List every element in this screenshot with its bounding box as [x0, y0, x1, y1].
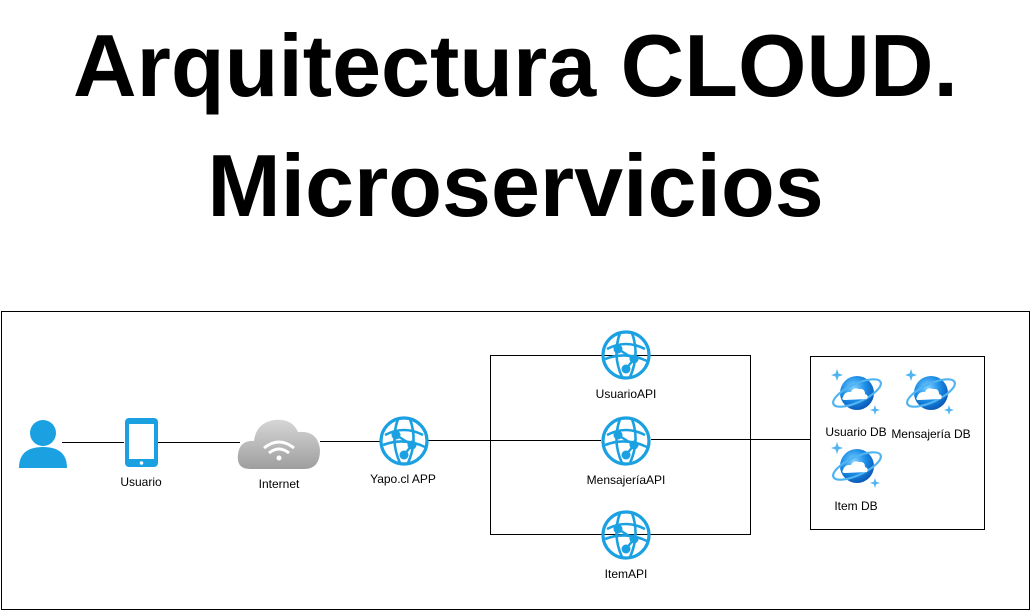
page-title-line-2: Microservicios [207, 136, 824, 235]
app-service-icon [379, 416, 429, 466]
db-group-box [810, 356, 985, 530]
internet-label: Internet [258, 477, 300, 491]
smartphone-icon [125, 418, 158, 467]
item-api-label: ItemAPI [604, 567, 648, 581]
app-service-icon [601, 416, 651, 466]
usuario-api-label: UsuarioAPI [595, 387, 657, 401]
cosmos-db-icon [829, 440, 885, 490]
phone-label: Usuario [120, 475, 162, 489]
cosmos-db-icon [903, 367, 959, 417]
user-icon [19, 420, 67, 468]
usuario-db-label: Usuario DB [825, 425, 887, 439]
diagram-frame [1, 311, 1030, 610]
item-db-label: Item DB [834, 499, 878, 513]
cosmos-db-icon [829, 367, 885, 417]
api-group-box [490, 355, 751, 535]
app-label: Yapo.cl APP [370, 472, 436, 486]
mensajeria-api-label: MensajeríaAPI [586, 473, 666, 487]
page-title-line-1: Arquitectura CLOUD. [73, 16, 958, 115]
cloud-wifi-icon [237, 419, 320, 469]
mensajeria-db-label: Mensajería DB [891, 427, 971, 441]
